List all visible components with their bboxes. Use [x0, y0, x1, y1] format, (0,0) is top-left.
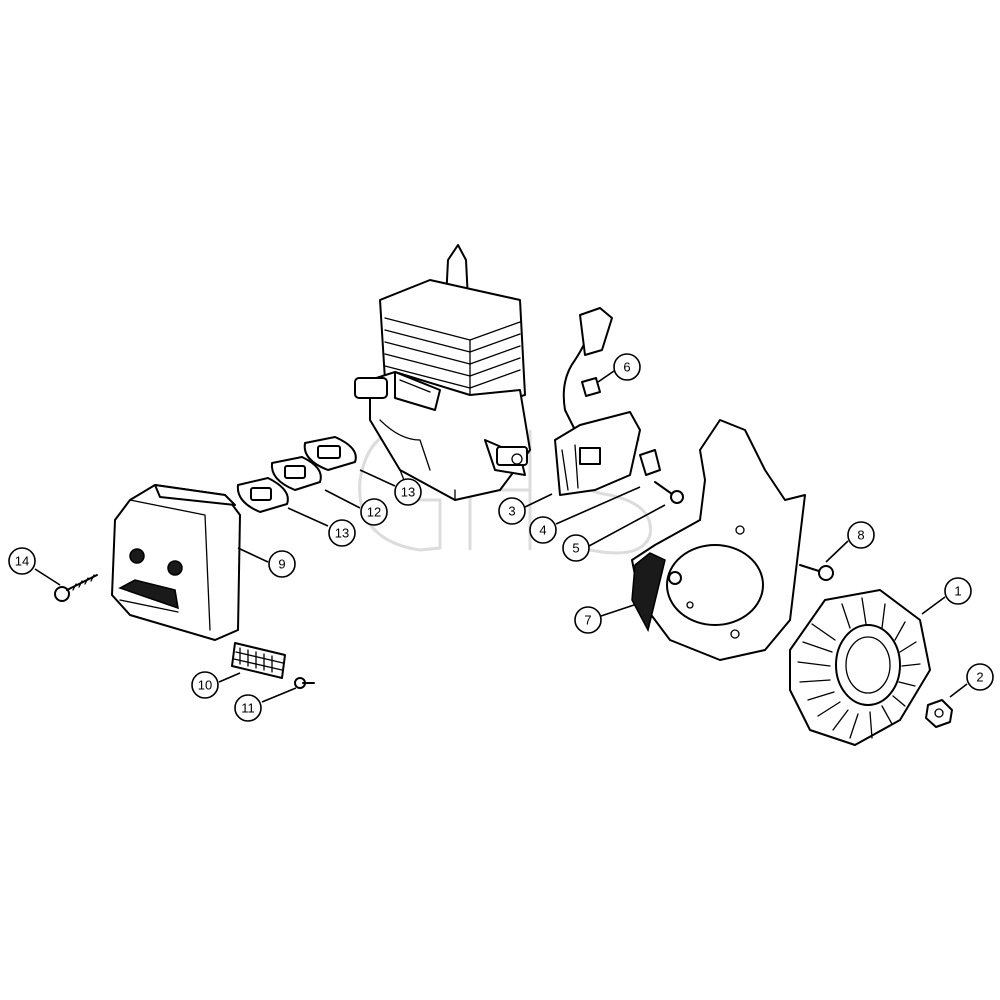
svg-text:13: 13 [335, 526, 349, 541]
callout-13-lower: 13 [328, 519, 356, 547]
callout-8: 8 [847, 521, 875, 549]
svg-text:11: 11 [241, 701, 255, 716]
callout-5: 5 [562, 534, 590, 562]
svg-text:8: 8 [857, 528, 864, 543]
callout-1: 1 [944, 577, 972, 605]
svg-text:2: 2 [976, 670, 983, 685]
callout-13-upper: 13 [394, 478, 422, 506]
svg-text:1: 1 [954, 584, 961, 599]
fan-wheel [789, 589, 931, 746]
leader-lines [34, 370, 968, 703]
nut [925, 699, 953, 728]
gasket-13-upper [303, 436, 357, 471]
muffler [111, 484, 241, 641]
svg-text:5: 5 [572, 541, 579, 556]
screw-8 [799, 564, 834, 581]
callout-12: 12 [360, 498, 388, 526]
screw-11 [294, 677, 315, 689]
gasket-12 [270, 456, 322, 491]
fan-housing [631, 419, 806, 661]
svg-text:4: 4 [539, 523, 546, 538]
spark-arresting-screen [231, 642, 286, 679]
callout-6: 6 [613, 353, 641, 381]
gasket-13-lower [236, 477, 289, 513]
callout-11: 11 [234, 694, 262, 722]
screw-14 [54, 574, 98, 602]
callout-14: 14 [8, 547, 36, 575]
callout-3: 3 [498, 497, 526, 525]
callout-4: 4 [529, 516, 557, 544]
svg-text:3: 3 [508, 504, 515, 519]
engine-cylinder-assembly [354, 244, 531, 501]
spacer-plate [639, 449, 661, 476]
callout-10: 10 [191, 671, 219, 699]
callout-9: 9 [268, 550, 296, 578]
screw-5 [654, 481, 684, 504]
callout-2: 2 [966, 663, 994, 691]
svg-text:7: 7 [584, 613, 591, 628]
svg-text:10: 10 [198, 678, 212, 693]
svg-text:6: 6 [623, 360, 630, 375]
svg-text:14: 14 [15, 554, 29, 569]
ignition-module [554, 307, 641, 496]
svg-text:12: 12 [367, 505, 381, 520]
svg-text:13: 13 [401, 485, 415, 500]
callout-7: 7 [574, 606, 602, 634]
terminal-clip [581, 377, 601, 397]
svg-text:9: 9 [278, 557, 285, 572]
